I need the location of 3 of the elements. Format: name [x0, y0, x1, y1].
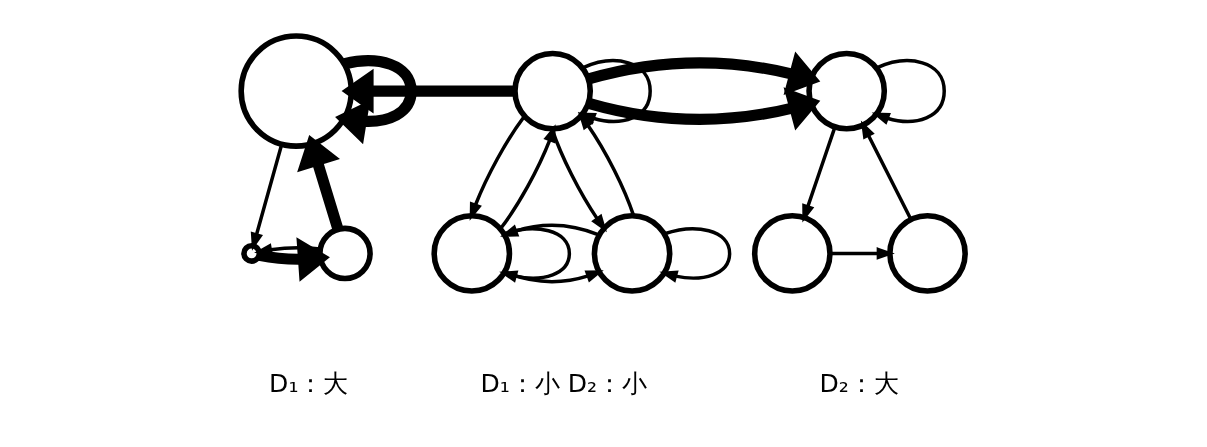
label: D₁：小 D₂：小	[480, 368, 648, 398]
label: D₂：大	[819, 368, 899, 398]
label: D₁：大	[269, 368, 349, 398]
